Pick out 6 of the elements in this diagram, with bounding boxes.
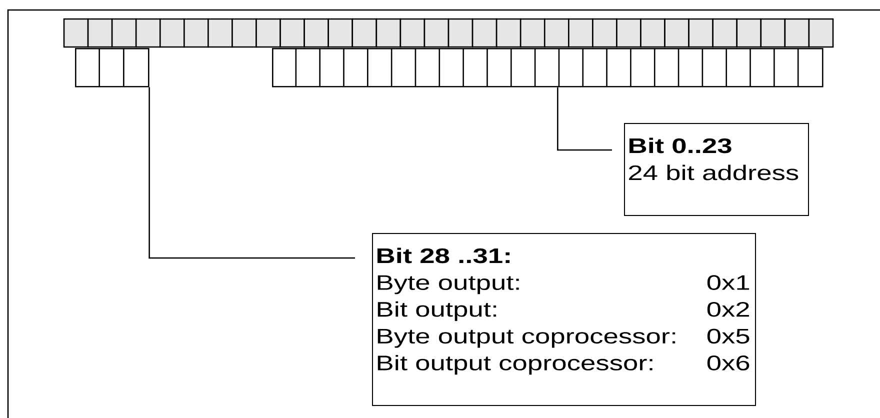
leader-line xyxy=(148,87,355,259)
bit-bracket xyxy=(272,48,824,88)
text-box: Bit 0..23 24 bit address xyxy=(624,123,809,216)
leader-line xyxy=(557,87,612,151)
text-box: Bit 28 ..31: Byte output: 0x1 Bit output: 0x2 Byte output coprocessor: 0x5 Bit output coprocessor: 0x6 xyxy=(372,233,756,406)
bit-bracket xyxy=(75,48,150,88)
